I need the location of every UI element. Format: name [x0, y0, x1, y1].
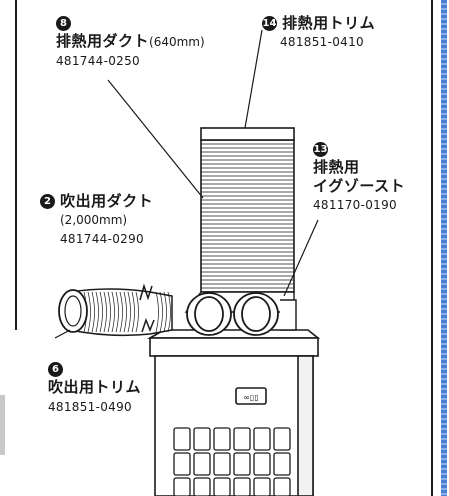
- duct-ring: [99, 291, 103, 333]
- label-14: 14 排熱用トリム 481851-0410: [262, 14, 375, 51]
- duct-ring: [135, 291, 139, 333]
- label-8: 8 排熱用ダクト(640mm) 481744-0250: [56, 14, 205, 69]
- blow-trim-right: [233, 292, 279, 336]
- duct-ring: [159, 291, 163, 333]
- blow-duct-name: 吹出用ダクト: [60, 192, 154, 210]
- leader-13: [283, 219, 319, 297]
- duct-ring: [119, 291, 123, 333]
- blow-trim-left: [186, 292, 232, 336]
- blow-duct: [69, 283, 173, 337]
- duct-ring: [123, 291, 127, 333]
- label-2: 2 吹出用ダクト (2,000mm) 481744-0290: [40, 192, 153, 247]
- intake-grille: [173, 427, 291, 496]
- duct-ring: [87, 291, 91, 333]
- duct-ring: [107, 291, 111, 333]
- exhaust-name-line1: 排熱用: [313, 158, 360, 177]
- left-edge-band: [0, 395, 5, 455]
- blow-outlet: [58, 289, 88, 333]
- leader-14: [244, 29, 263, 129]
- duct-ring: [95, 291, 99, 333]
- leader-8: [107, 79, 204, 199]
- duct-ring: [91, 291, 95, 333]
- number-badge-13: 13: [313, 142, 328, 157]
- label-13: 13 排熱用 イグゾースト 481170-0190: [313, 140, 405, 214]
- duct-ring: [127, 291, 131, 333]
- duct-ring: [103, 291, 107, 333]
- number-badge-14: 14: [262, 16, 277, 31]
- duct-ring: [155, 291, 159, 333]
- duct-ring: [131, 291, 135, 333]
- exhaust-duct-size: (640mm): [149, 35, 205, 50]
- blow-trim-code: 481851-0490: [48, 399, 132, 414]
- blow-duct-code: 481744-0290: [60, 231, 144, 246]
- number-badge-2: 2: [40, 194, 55, 209]
- number-badge-8: 8: [56, 16, 71, 31]
- label-6: 6 吹出用トリム 481851-0490: [48, 360, 141, 415]
- duct-ring: [111, 291, 115, 333]
- duct-ring: [115, 291, 119, 333]
- blow-trim-name: 吹出用トリム: [48, 378, 142, 397]
- exhaust-name-line2: イグゾースト: [313, 176, 406, 195]
- control-panel-label: ∞▯▯: [243, 393, 258, 402]
- exhaust-trim: [200, 127, 295, 141]
- leader-6: [54, 329, 71, 339]
- duct-ring: [163, 291, 167, 333]
- duct-ring: [167, 291, 171, 333]
- exhaust-code: 481170-0190: [313, 198, 397, 213]
- exhaust-trim-code: 481851-0410: [280, 35, 364, 50]
- leader-lines: [54, 29, 319, 339]
- exhaust-bracket: [280, 299, 297, 331]
- right-edge-band: [441, 0, 447, 496]
- number-badge-6: 6: [48, 362, 63, 377]
- exhaust-duct-code: 481744-0250: [56, 53, 140, 68]
- exhaust-trim-name: 排熱用トリム: [282, 14, 376, 32]
- exhaust-duct-name: 排熱用ダクト: [56, 32, 150, 51]
- blow-duct-size: (2,000mm): [60, 213, 128, 228]
